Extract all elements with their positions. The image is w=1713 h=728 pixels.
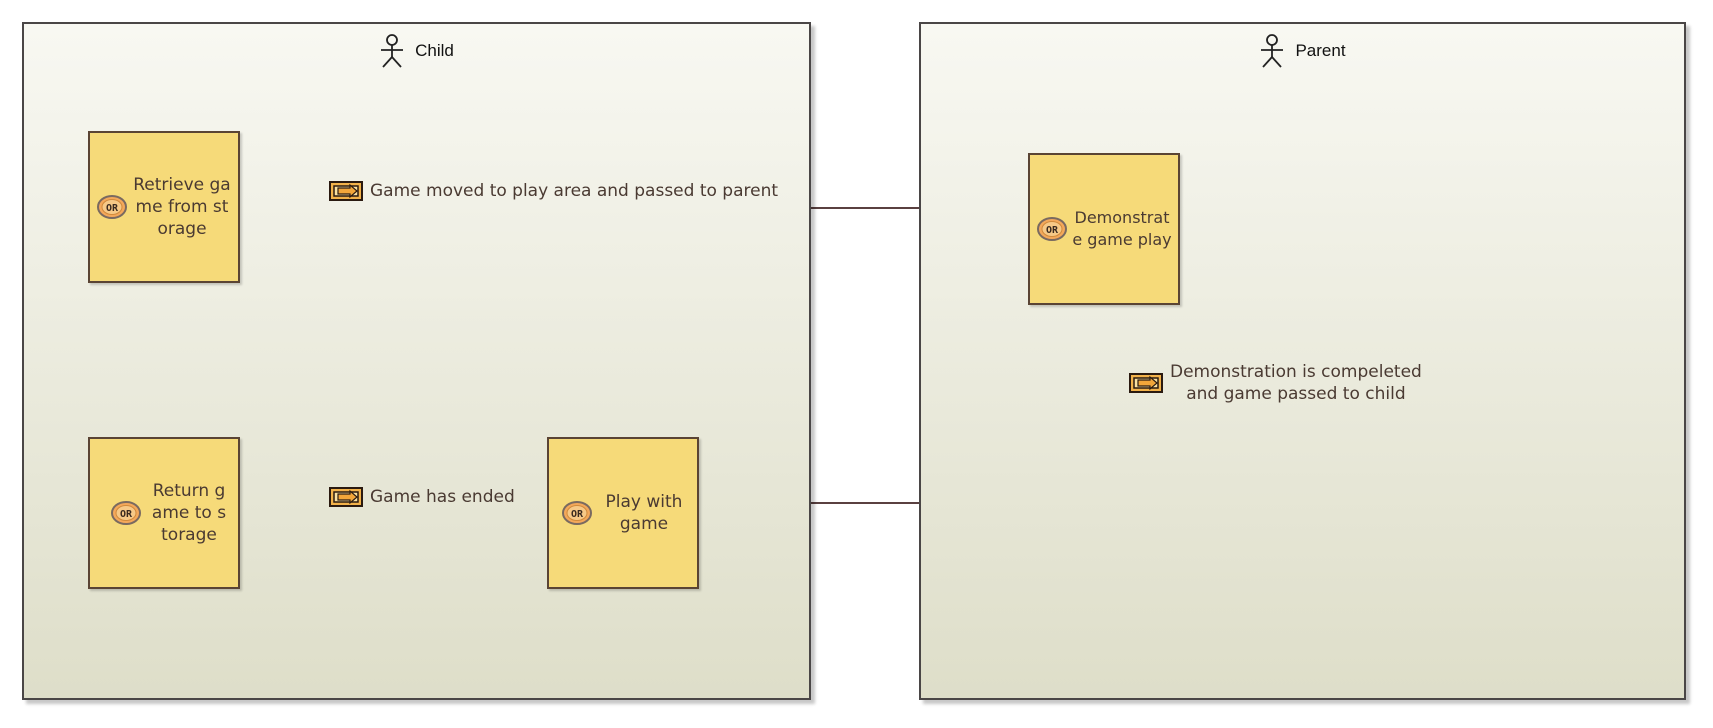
lane-child-header: Child <box>24 32 809 70</box>
flow-ended-text: Game has ended <box>370 487 515 507</box>
task-play-label: Play with game <box>605 492 683 534</box>
or-gateway-icon: OR <box>1037 217 1067 241</box>
task-retrieve-label: Retrieve game from storage <box>133 175 231 239</box>
message-flow-icon <box>329 181 363 201</box>
task-retrieve-game[interactable]: OR Retrieve game from storage <box>88 131 240 283</box>
lane-parent-title: Parent <box>1295 41 1346 60</box>
or-gateway-icon: OR <box>111 501 141 525</box>
lane-child-title: Child <box>415 41 454 60</box>
svg-text:OR: OR <box>120 509 133 520</box>
task-return-game[interactable]: OR Return game to storage <box>88 437 240 589</box>
task-demonstrate-label: Demonstrate game play <box>1072 208 1172 249</box>
flow-label-demonstration: Demonstration is compeleted and game pas… <box>1128 361 1422 405</box>
flow-label-moved: Game moved to play area and passed to pa… <box>328 180 778 202</box>
task-play-game[interactable]: OR Play with game <box>547 437 699 589</box>
task-demonstrate-game[interactable]: OR Demonstrate game play <box>1028 153 1180 305</box>
or-gateway-icon: OR <box>562 501 592 525</box>
message-flow-icon <box>1129 373 1163 393</box>
lane-parent-header: Parent <box>921 32 1684 70</box>
svg-text:OR: OR <box>571 509 584 520</box>
lane-parent[interactable]: Parent <box>919 22 1686 700</box>
lane-child[interactable]: Child <box>22 22 811 700</box>
flow-label-ended: Game has ended <box>328 486 515 508</box>
message-flow-icon <box>329 487 363 507</box>
svg-text:OR: OR <box>106 203 119 214</box>
flow-moved-text: Game moved to play area and passed to pa… <box>370 181 779 201</box>
flow-demonstration-text: Demonstration is compeleted and game pas… <box>1170 361 1422 405</box>
or-gateway-icon: OR <box>97 195 127 219</box>
actor-icon <box>381 34 404 68</box>
actor-icon <box>1261 34 1284 68</box>
flow-demonstration-line1: Demonstration is compeleted <box>1170 362 1422 382</box>
svg-text:OR: OR <box>1046 225 1059 236</box>
task-return-label: Return game to storage <box>151 481 227 545</box>
flow-demonstration-line2: and game passed to child <box>1186 384 1406 404</box>
